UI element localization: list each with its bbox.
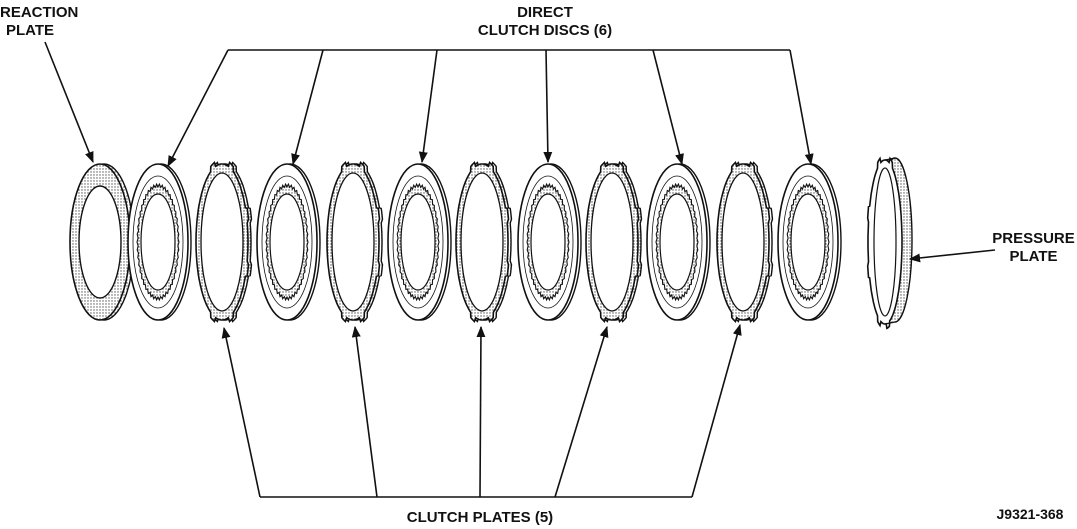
pressure-plate-top-edge — [884, 157, 896, 161]
direct-disc-leader — [652, 49, 684, 166]
plate-bore — [460, 172, 504, 312]
plate-bore — [331, 172, 375, 312]
disc-bore — [659, 193, 695, 291]
pressure-plate-bottom-edge — [884, 321, 896, 325]
direct-disc-leader — [789, 49, 814, 166]
plate-bore — [200, 172, 244, 312]
pressure-plate-leader — [908, 249, 996, 263]
clutch-plate-leader — [554, 325, 609, 498]
direct-disc-leader — [291, 49, 324, 166]
leader-lines — [44, 41, 996, 498]
clutch-plates-label: CLUTCH PLATES (5) — [406, 509, 554, 526]
reaction-plate-leader — [44, 41, 94, 164]
disc-bore — [400, 193, 436, 291]
plate-bore — [721, 172, 765, 312]
pressure-plate — [866, 156, 913, 330]
disc-lining-line — [392, 175, 444, 309]
direct-disc-leader — [167, 49, 229, 167]
disc-bore — [140, 193, 176, 291]
clutch-disc — [646, 163, 711, 321]
plate-bore — [590, 172, 634, 312]
clutch-pack-rings — [69, 156, 913, 330]
reaction-plate — [69, 163, 135, 321]
clutch-plate-leader — [351, 325, 378, 498]
disc-lining-line — [261, 175, 313, 309]
disc-bore — [530, 193, 566, 291]
disc-lining-line — [782, 175, 834, 309]
clutch-disc — [777, 163, 842, 321]
clutch-plate — [716, 161, 774, 323]
pressure-plate-label: PRESSURE PLATE — [992, 230, 1075, 265]
clutch-plate — [585, 161, 643, 323]
clutch-plate-leader — [476, 325, 486, 498]
clutch-plate — [326, 161, 384, 323]
clutch-plate-leader — [691, 323, 742, 498]
clutch-plate-leader — [221, 326, 261, 498]
disc-bore — [269, 193, 305, 291]
reaction-plate-label: REACTION PLATE — [0, 4, 79, 39]
disc-lining-line — [522, 175, 574, 309]
clutch-disc — [256, 163, 321, 321]
direct-clutch-discs-label: DIRECT CLUTCH DISCS (6) — [477, 4, 613, 39]
clutch-plate — [455, 161, 513, 323]
clutch-plate — [195, 161, 253, 323]
direct-disc-leader — [543, 49, 553, 164]
disc-lining-line — [132, 175, 184, 309]
clutch-disc — [517, 163, 582, 321]
figure-id-label: J9321-368 — [996, 506, 1064, 522]
pressure-plate-bore — [873, 167, 897, 317]
disc-bore — [790, 193, 826, 291]
clutch-disc — [127, 163, 192, 321]
clutch-disc — [387, 163, 452, 321]
disc-lining-line — [651, 175, 703, 309]
direct-disc-leader — [418, 49, 438, 164]
plate-bore — [78, 185, 122, 299]
